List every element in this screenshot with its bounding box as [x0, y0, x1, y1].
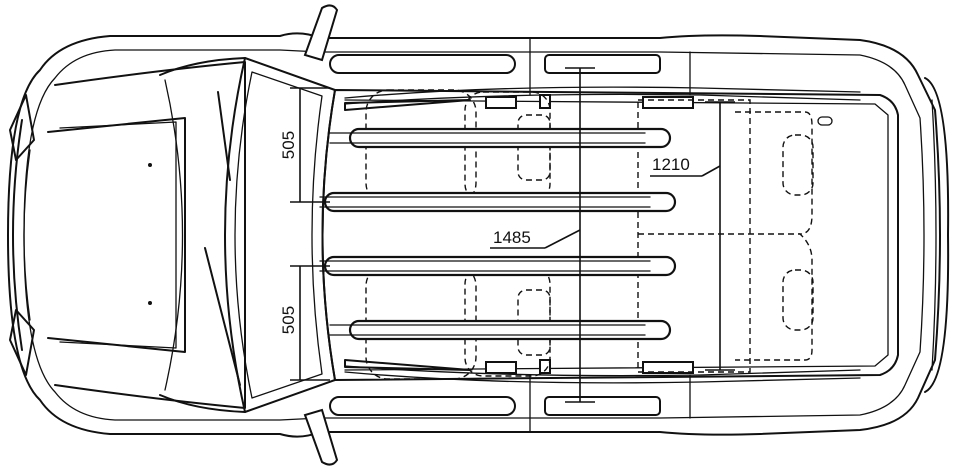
hood-panel-inner — [59, 121, 177, 349]
dimension-1485 — [490, 67, 595, 403]
rail-clip-bottom-3 — [642, 361, 694, 374]
hood-marker-bottom — [148, 301, 152, 305]
door-handle-top-rear — [544, 54, 661, 74]
rail-clip-bottom-1 — [485, 361, 517, 374]
side-rail-top — [344, 86, 861, 99]
roof-inner — [344, 99, 889, 371]
wiper-bottom — [204, 247, 241, 386]
windshield — [224, 57, 336, 413]
rail-clip-top-2 — [539, 94, 551, 109]
rear-hatch-latch — [817, 116, 833, 126]
rail-clip-top-3 — [642, 96, 694, 109]
door-handle-top-front — [329, 54, 516, 74]
front-light-top — [9, 94, 35, 161]
label-505-top: 505 — [279, 131, 298, 159]
label-1485: 1485 — [493, 228, 531, 247]
rear-bumper-inner — [931, 99, 937, 371]
rail-clip-top-1 — [485, 96, 517, 109]
windshield-inner — [234, 71, 323, 399]
front-bumper — [12, 119, 23, 351]
label-505-bottom: 505 — [279, 306, 298, 334]
vehicle-body-inner-line — [23, 49, 925, 421]
cowl-curve — [164, 79, 184, 391]
roof-bar-3 — [323, 255, 677, 277]
dimension-505-top — [290, 87, 330, 203]
roof-bar-2 — [323, 191, 677, 213]
door-handle-bottom-rear — [544, 396, 661, 416]
dimension-505-bottom — [290, 265, 330, 381]
roof-bar-4 — [348, 319, 672, 341]
rail-clip-bottom-2 — [539, 359, 551, 374]
wiper-top — [217, 91, 231, 181]
mirror-right — [303, 408, 339, 466]
roof-bar-1 — [348, 127, 672, 149]
dimension-1210 — [650, 101, 735, 371]
roof-outline — [321, 89, 899, 381]
rear-seats — [637, 99, 814, 373]
door-handle-bottom-front — [329, 396, 516, 416]
side-rail-bottom — [344, 371, 861, 384]
hood-marker-top — [148, 163, 152, 167]
rear-bumper — [924, 77, 950, 393]
hood-outline — [54, 61, 246, 409]
front-light-bottom — [9, 309, 35, 376]
vehicle-body-outline — [7, 32, 941, 438]
label-1210: 1210 — [652, 155, 690, 174]
front-bumper-inner — [23, 149, 31, 321]
roof-bars — [319, 99, 677, 371]
mirror-left — [303, 4, 339, 62]
cowl-line — [159, 57, 246, 413]
hood-panel — [47, 117, 186, 353]
